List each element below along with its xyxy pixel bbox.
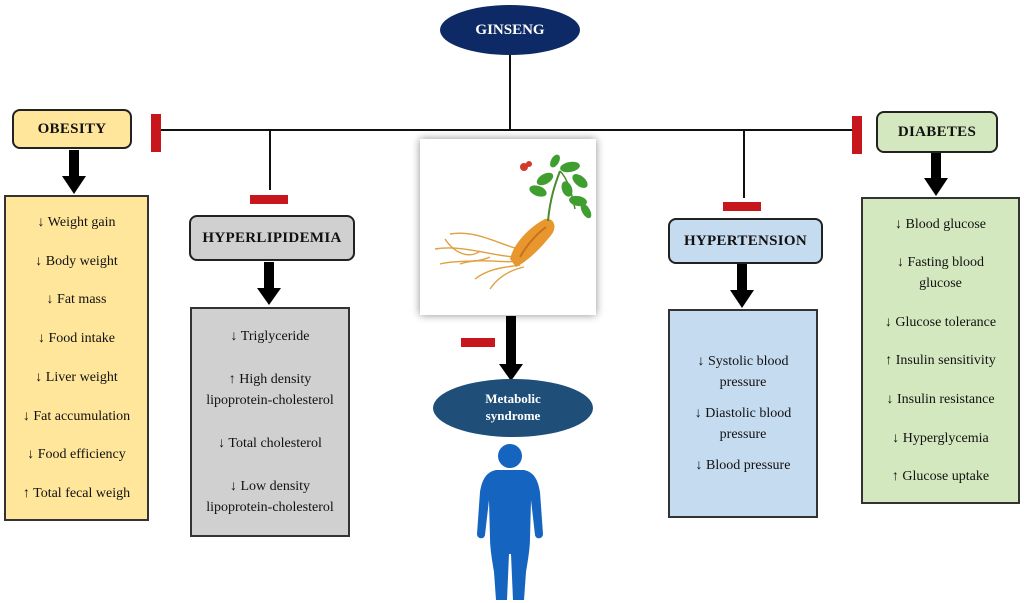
inhibitor-metabolic <box>461 338 495 347</box>
hyperlipidemia-effect: ↓ Low density lipoprotein-cholesterol <box>206 479 334 515</box>
hyperlipidemia-header: HYPERLIPIDEMIA <box>189 215 355 261</box>
metabolic-syndrome-title: Metabolic syndrome <box>485 391 541 423</box>
diabetes-header: DIABETES <box>876 111 998 153</box>
metabolic-syndrome-oval: Metabolic syndrome <box>433 379 593 437</box>
inhibitor-diabetes <box>852 116 862 154</box>
hypertension-effect: ↓ Blood pressure <box>695 458 791 473</box>
obesity-effects-box: ↓ Weight gain ↓ Body weight ↓ Fat mass ↓… <box>4 195 149 521</box>
ginseng-plant-image <box>420 139 596 315</box>
inhibitor-obesity <box>151 114 161 152</box>
hyperlipidemia-effect: ↓ Triglyceride <box>230 329 310 344</box>
inhibitor-hyperlipidemia <box>250 195 288 204</box>
hypertension-effect: ↓ Systolic blood pressure <box>697 354 789 390</box>
obesity-effect: ↑ Total fecal weigh <box>22 486 131 502</box>
obesity-header: OBESITY <box>12 109 132 149</box>
hyperlipidemia-effect: ↓ Total cholesterol <box>218 436 322 451</box>
ginseng-root-icon <box>434 154 592 290</box>
diabetes-effect: ↓ Blood glucose <box>895 216 986 232</box>
obesity-effect: ↓ Food efficiency <box>27 447 126 463</box>
diabetes-effects-box: ↓ Blood glucose ↓ Fasting blood glucose … <box>861 197 1020 504</box>
hyperlipidemia-title: HYPERLIPIDEMIA <box>202 229 342 246</box>
obesity-effect: ↓ Weight gain <box>37 214 116 230</box>
obesity-effect: ↓ Fat mass <box>46 292 107 308</box>
obesity-effect: ↓ Body weight <box>35 253 118 269</box>
arrow-diabetes <box>931 152 941 180</box>
hyperlipidemia-effects-box: ↓ Triglyceride ↑ High density lipoprotei… <box>190 307 350 537</box>
obesity-effect: ↓ Fat accumulation <box>22 408 131 424</box>
diabetes-effect: ↑ Insulin sensitivity <box>885 353 996 369</box>
arrow-hyperlipidemia <box>264 262 274 290</box>
obesity-effect: ↓ Food intake <box>38 331 115 347</box>
arrow-hypertension <box>737 264 747 292</box>
human-figure-icon <box>477 444 543 600</box>
hypertension-header: HYPERTENSION <box>668 218 823 264</box>
ginseng-oval: GINSENG <box>440 5 580 55</box>
diabetes-effect: ↓ Glucose tolerance <box>884 314 997 330</box>
diabetes-effect: ↓ Insulin resistance <box>886 392 995 408</box>
inhibitor-hypertension <box>723 202 761 211</box>
arrow-ginseng-center <box>506 316 516 366</box>
ginseng-title: GINSENG <box>475 21 545 38</box>
hypertension-title: HYPERTENSION <box>683 232 808 249</box>
obesity-effect: ↓ Liver weight <box>35 369 118 385</box>
diabetes-effect: ↑ Glucose uptake <box>891 469 990 485</box>
diabetes-title: DIABETES <box>897 123 977 140</box>
hypertension-effect: ↓ Diastolic blood pressure <box>694 406 792 442</box>
arrow-obesity <box>69 150 79 178</box>
hyperlipidemia-effect: ↑ High density lipoprotein-cholesterol <box>206 372 334 408</box>
hypertension-effects-box: ↓ Systolic blood pressure ↓ Diastolic bl… <box>668 309 818 518</box>
diabetes-effect: ↓ Fasting blood glucose <box>896 255 985 292</box>
obesity-title: OBESITY <box>37 120 107 137</box>
diabetes-effect: ↓ Hyperglycemia <box>892 430 989 446</box>
